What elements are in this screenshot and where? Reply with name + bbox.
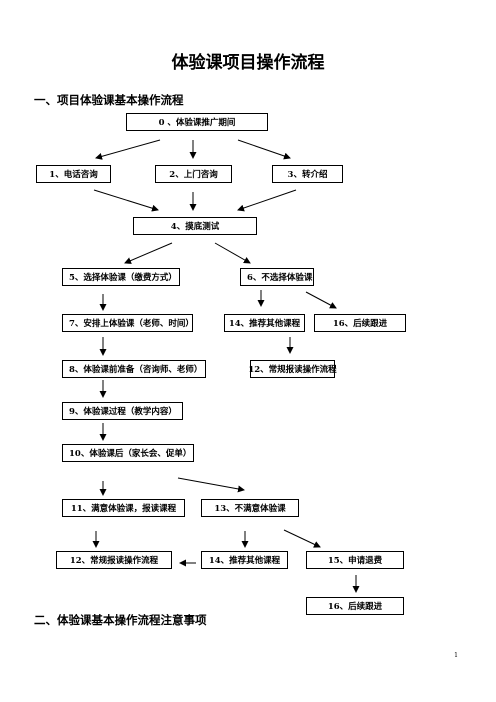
section-heading-notes: 二、体验课基本操作流程注意事项 — [34, 613, 207, 627]
flow-node-13: 13、不满意体验课 — [201, 499, 299, 517]
page-title: 体验课项目操作流程 — [171, 53, 325, 73]
flow-node-14a: 14、推荐其他课程 — [224, 314, 305, 332]
flow-node-16b: 16、后续跟进 — [306, 597, 404, 615]
arrow-0-to-3 — [237, 139, 291, 160]
flow-node-10: 10、体验课后（家长会、促单） — [62, 444, 194, 462]
flow-node-7: 7、安排上体验课（老师、时间） — [62, 314, 194, 332]
flow-node-12a: 12、常规报读操作流程 — [248, 360, 337, 378]
flow-node-2: 2、上门咨询 — [155, 165, 232, 183]
flow-node-14b: 14、推荐其他课程 — [201, 551, 288, 569]
section-heading-basic-flow: 一、项目体验课基本操作流程 — [34, 93, 184, 107]
flow-node-5: 5、选择体验课（缴费方式） — [62, 268, 180, 286]
flow-node-4: 4、摸底测试 — [133, 217, 257, 235]
arrow-4-to-6 — [214, 242, 251, 264]
flow-node-8: 8、体验课前准备（咨询师、老师） — [62, 360, 206, 378]
flow-node-15: 15、申请退费 — [306, 551, 404, 569]
flow-node-9: 9、体验课过程（教学内容） — [62, 402, 183, 420]
page-number: 1 — [454, 652, 458, 659]
flow-node-3: 3、转介绍 — [272, 165, 343, 183]
arrow-6-to-16 — [305, 291, 337, 309]
flow-node-11: 11、满意体验课，报读课程 — [62, 499, 185, 517]
flow-node-0: 0 、体验课推广期间 — [126, 113, 268, 131]
flow-node-6: 6、不选择体验课 — [240, 268, 314, 286]
flow-node-12b: 12、常规报读操作流程 — [56, 551, 172, 569]
flow-node-16a: 16、后续跟进 — [314, 314, 406, 332]
arrow-4-to-5 — [124, 242, 173, 264]
arrow-10-to-13 — [177, 477, 245, 493]
arrow-1-to-4 — [93, 189, 159, 212]
arrow-3-to-4 — [237, 189, 297, 212]
flow-node-1: 1、电话咨询 — [36, 165, 111, 183]
arrow-13-to-15 — [283, 529, 321, 548]
arrow-0-to-1 — [95, 139, 161, 160]
